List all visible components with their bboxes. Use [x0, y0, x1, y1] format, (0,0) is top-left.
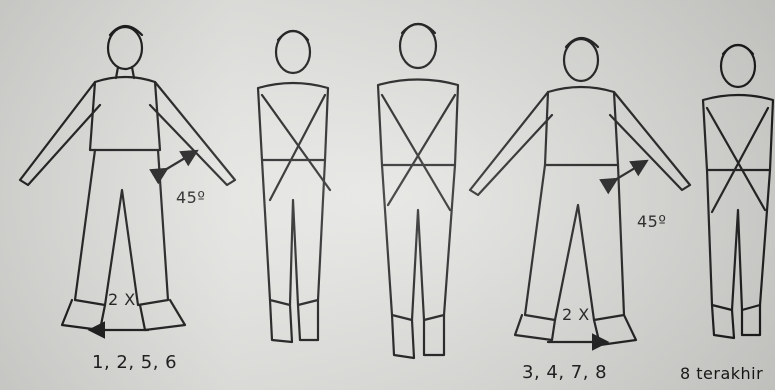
figure-arms-crossed-2 — [378, 24, 458, 358]
figure-arms-crossed-3 — [703, 45, 773, 338]
figure-arms-open-1 — [20, 26, 235, 330]
counts-label-right: 3, 4, 7, 8 — [522, 362, 607, 383]
counts-label-left: 1, 2, 5, 6 — [92, 352, 177, 373]
angle-label-right: 45º — [637, 212, 666, 231]
reps-label-right: 2 X — [562, 305, 590, 324]
angle-label-left: 45º — [176, 188, 205, 207]
reps-label-left: 2 X — [108, 290, 136, 309]
figure-arms-crossed-1 — [258, 31, 330, 342]
counts-label-last: 8 terakhir — [680, 364, 763, 383]
figure-arms-open-2 — [470, 38, 690, 345]
